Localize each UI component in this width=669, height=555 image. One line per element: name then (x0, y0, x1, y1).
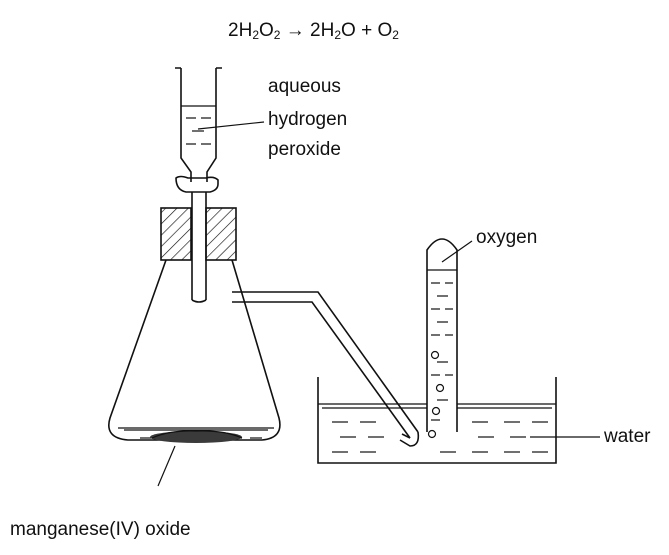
eq-plus: + (361, 20, 373, 41)
catalyst-solid (150, 430, 243, 487)
eq-subscript: 2 (334, 28, 342, 42)
eq-arrow: → (285, 20, 305, 41)
gas-collection-tube (426, 238, 473, 439)
label-reagent-line2: hydrogen (268, 109, 348, 130)
eq-element-h: H (320, 20, 335, 41)
delivery-tube (232, 291, 420, 447)
eq-element-o: O (259, 20, 274, 41)
eq-element-h: H (238, 20, 253, 41)
reaction-equation: 2H2O2 → 2H2O + O2 (228, 20, 399, 42)
eq-subscript: 2 (252, 28, 259, 42)
label-reagent-line3: peroxide (268, 139, 341, 160)
eq-coef-1: 2 (228, 20, 239, 41)
dropping-funnel (175, 67, 265, 303)
label-reagent-line1: aqueous (268, 76, 341, 97)
label-gas: oxygen (476, 227, 538, 248)
eq-subscript: 2 (392, 28, 399, 42)
eq-element-o: O (341, 20, 356, 41)
conical-flask (108, 259, 281, 441)
rubber-bung (160, 207, 237, 261)
label-water: water (604, 426, 651, 447)
eq-subscript: 2 (273, 28, 281, 42)
eq-element-o: O (377, 20, 393, 41)
label-catalyst: manganese(IV) oxide (10, 519, 191, 540)
eq-coef-2: 2 (310, 20, 321, 41)
water-trough (317, 377, 600, 464)
